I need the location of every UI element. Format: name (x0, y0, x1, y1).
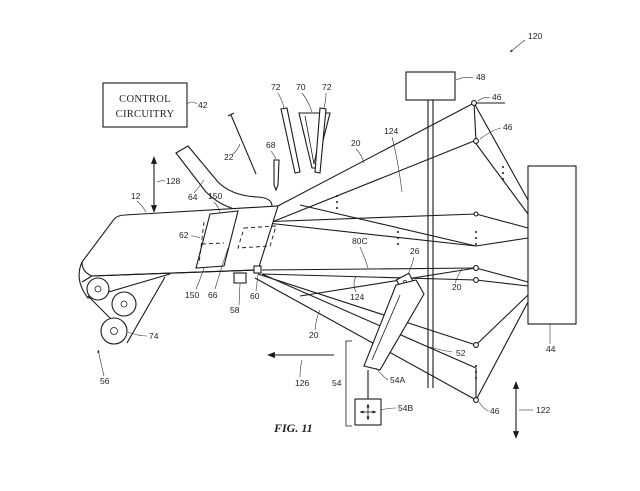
ref-12: 12 (131, 191, 141, 201)
emitter-nodes (336, 100, 504, 403)
panel-44 (527, 165, 577, 325)
ref-26: 26 (410, 246, 420, 256)
light-source-48 (405, 71, 456, 388)
ray-bundle (254, 102, 529, 401)
ref-42: 42 (198, 100, 208, 110)
bracket-54 (345, 340, 352, 427)
edge-sensor-60 (253, 265, 262, 274)
marker-68 (273, 159, 280, 192)
sheet-150 (195, 210, 277, 269)
ref-80c: 80C (352, 236, 368, 246)
ref-124-bottom: 124 (350, 292, 364, 302)
ref-120: 120 (528, 31, 542, 41)
ref-54a: 54A (390, 375, 405, 385)
cutter-22 (227, 112, 257, 175)
conveyor-12 (78, 205, 279, 299)
ref-150-top: 150 (208, 191, 222, 201)
ref-126: 126 (295, 378, 309, 388)
ref-54b: 54B (398, 403, 413, 413)
ref-46-mid: 46 (503, 122, 513, 132)
nozzle-assembly-70 (280, 107, 331, 174)
ref-46-bottom: 46 (490, 406, 500, 416)
ref-72-left: 72 (271, 82, 281, 92)
ref-124-top: 124 (384, 126, 398, 136)
ref-62: 62 (179, 230, 189, 240)
ref-122: 122 (536, 405, 550, 415)
ref-20-bottom: 20 (309, 330, 319, 340)
ref-128: 128 (166, 176, 180, 186)
sensor-58 (233, 272, 247, 284)
ref-48: 48 (476, 72, 486, 82)
ref-20-top: 20 (351, 138, 361, 148)
ref-74: 74 (149, 331, 159, 341)
rollers-74 (86, 276, 166, 345)
control-circuitry-box: CONTROL CIRCUITRY (102, 82, 188, 128)
ref-54: 54 (332, 378, 342, 388)
ref-22: 22 (224, 152, 234, 162)
ref-46-top: 46 (492, 92, 502, 102)
ref-68: 68 (266, 140, 276, 150)
ref-150-bottom: 150 (185, 290, 199, 300)
figure-title: FIG. 11 (273, 421, 313, 435)
ref-70: 70 (296, 82, 306, 92)
ref-66: 66 (208, 290, 218, 300)
ref-60: 60 (250, 291, 260, 301)
actuator-54b (354, 370, 382, 426)
ref-44: 44 (546, 344, 556, 354)
ref-52: 52 (456, 348, 466, 358)
ref-56: 56 (100, 376, 110, 386)
control-box-line1: CONTROL (119, 94, 171, 105)
control-box-line2: CIRCUITRY (116, 109, 175, 120)
ref-20-right: 20 (452, 282, 462, 292)
ref-58: 58 (230, 305, 240, 315)
robot-arm-54a (363, 279, 425, 371)
ref-72-right: 72 (322, 82, 332, 92)
ref-64: 64 (188, 192, 198, 202)
